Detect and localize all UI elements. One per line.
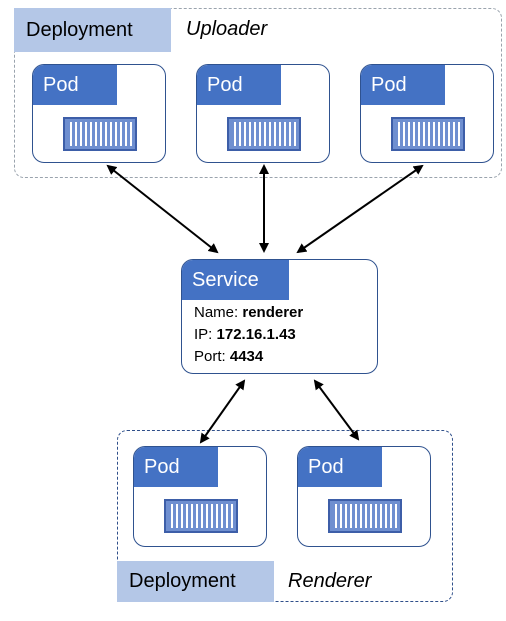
service-card[interactable]: Service Name: renderer IP: 172.16.1.43 P… <box>181 259 378 374</box>
pod-label: Pod <box>144 455 180 478</box>
container-icon <box>227 117 301 151</box>
service-ip-row: IP: 172.16.1.43 <box>194 324 303 346</box>
bidirectional-arrow <box>199 379 246 444</box>
service-name-label: Name: <box>194 304 239 321</box>
container-icon <box>391 117 465 151</box>
uploader-deployment-label: Deployment <box>26 18 133 41</box>
bidirectional-arrow <box>296 164 424 254</box>
service-ip-value: 172.16.1.43 <box>216 326 296 343</box>
service-name-row: Name: renderer <box>194 302 303 324</box>
pod-tab: Pod <box>361 65 445 105</box>
renderer-deployment-name: Renderer <box>288 570 372 592</box>
uploader-deployment-tab: Deployment <box>14 8 171 52</box>
container-icon <box>328 499 402 533</box>
service-title: Service <box>192 268 259 291</box>
pod-tab: Pod <box>33 65 117 105</box>
renderer-deployment-group <box>117 430 453 602</box>
container-icon <box>164 499 238 533</box>
uploader-pod-3[interactable]: Pod <box>360 64 494 163</box>
renderer-pod-2[interactable]: Pod <box>297 446 431 547</box>
service-port-value: 4434 <box>229 348 264 365</box>
pod-tab: Pod <box>134 447 218 487</box>
uploader-deployment-group <box>14 8 502 178</box>
uploader-deployment-name: Uploader <box>186 18 268 40</box>
bidirectional-arrow <box>313 379 360 441</box>
service-name-value: renderer <box>242 304 304 321</box>
container-icon <box>63 117 137 151</box>
renderer-pod-1[interactable]: Pod <box>133 446 267 547</box>
service-ip-label: IP: <box>194 326 213 343</box>
service-port-row: Port: 4434 <box>194 346 303 368</box>
pod-label: Pod <box>371 73 407 96</box>
service-details: Name: renderer IP: 172.16.1.43 Port: 443… <box>194 302 303 368</box>
uploader-pod-1[interactable]: Pod <box>32 64 166 163</box>
pod-tab: Pod <box>197 65 281 105</box>
service-port-label: Port: <box>194 348 226 365</box>
uploader-pod-2[interactable]: Pod <box>196 64 330 163</box>
pod-label: Pod <box>308 455 344 478</box>
pod-label: Pod <box>207 73 243 96</box>
service-tab: Service <box>182 260 289 300</box>
renderer-deployment-label: Deployment <box>129 570 236 592</box>
pod-tab: Pod <box>298 447 382 487</box>
pod-label: Pod <box>43 73 79 96</box>
renderer-deployment-tab: Deployment <box>117 561 274 602</box>
bidirectional-arrow <box>106 164 219 254</box>
